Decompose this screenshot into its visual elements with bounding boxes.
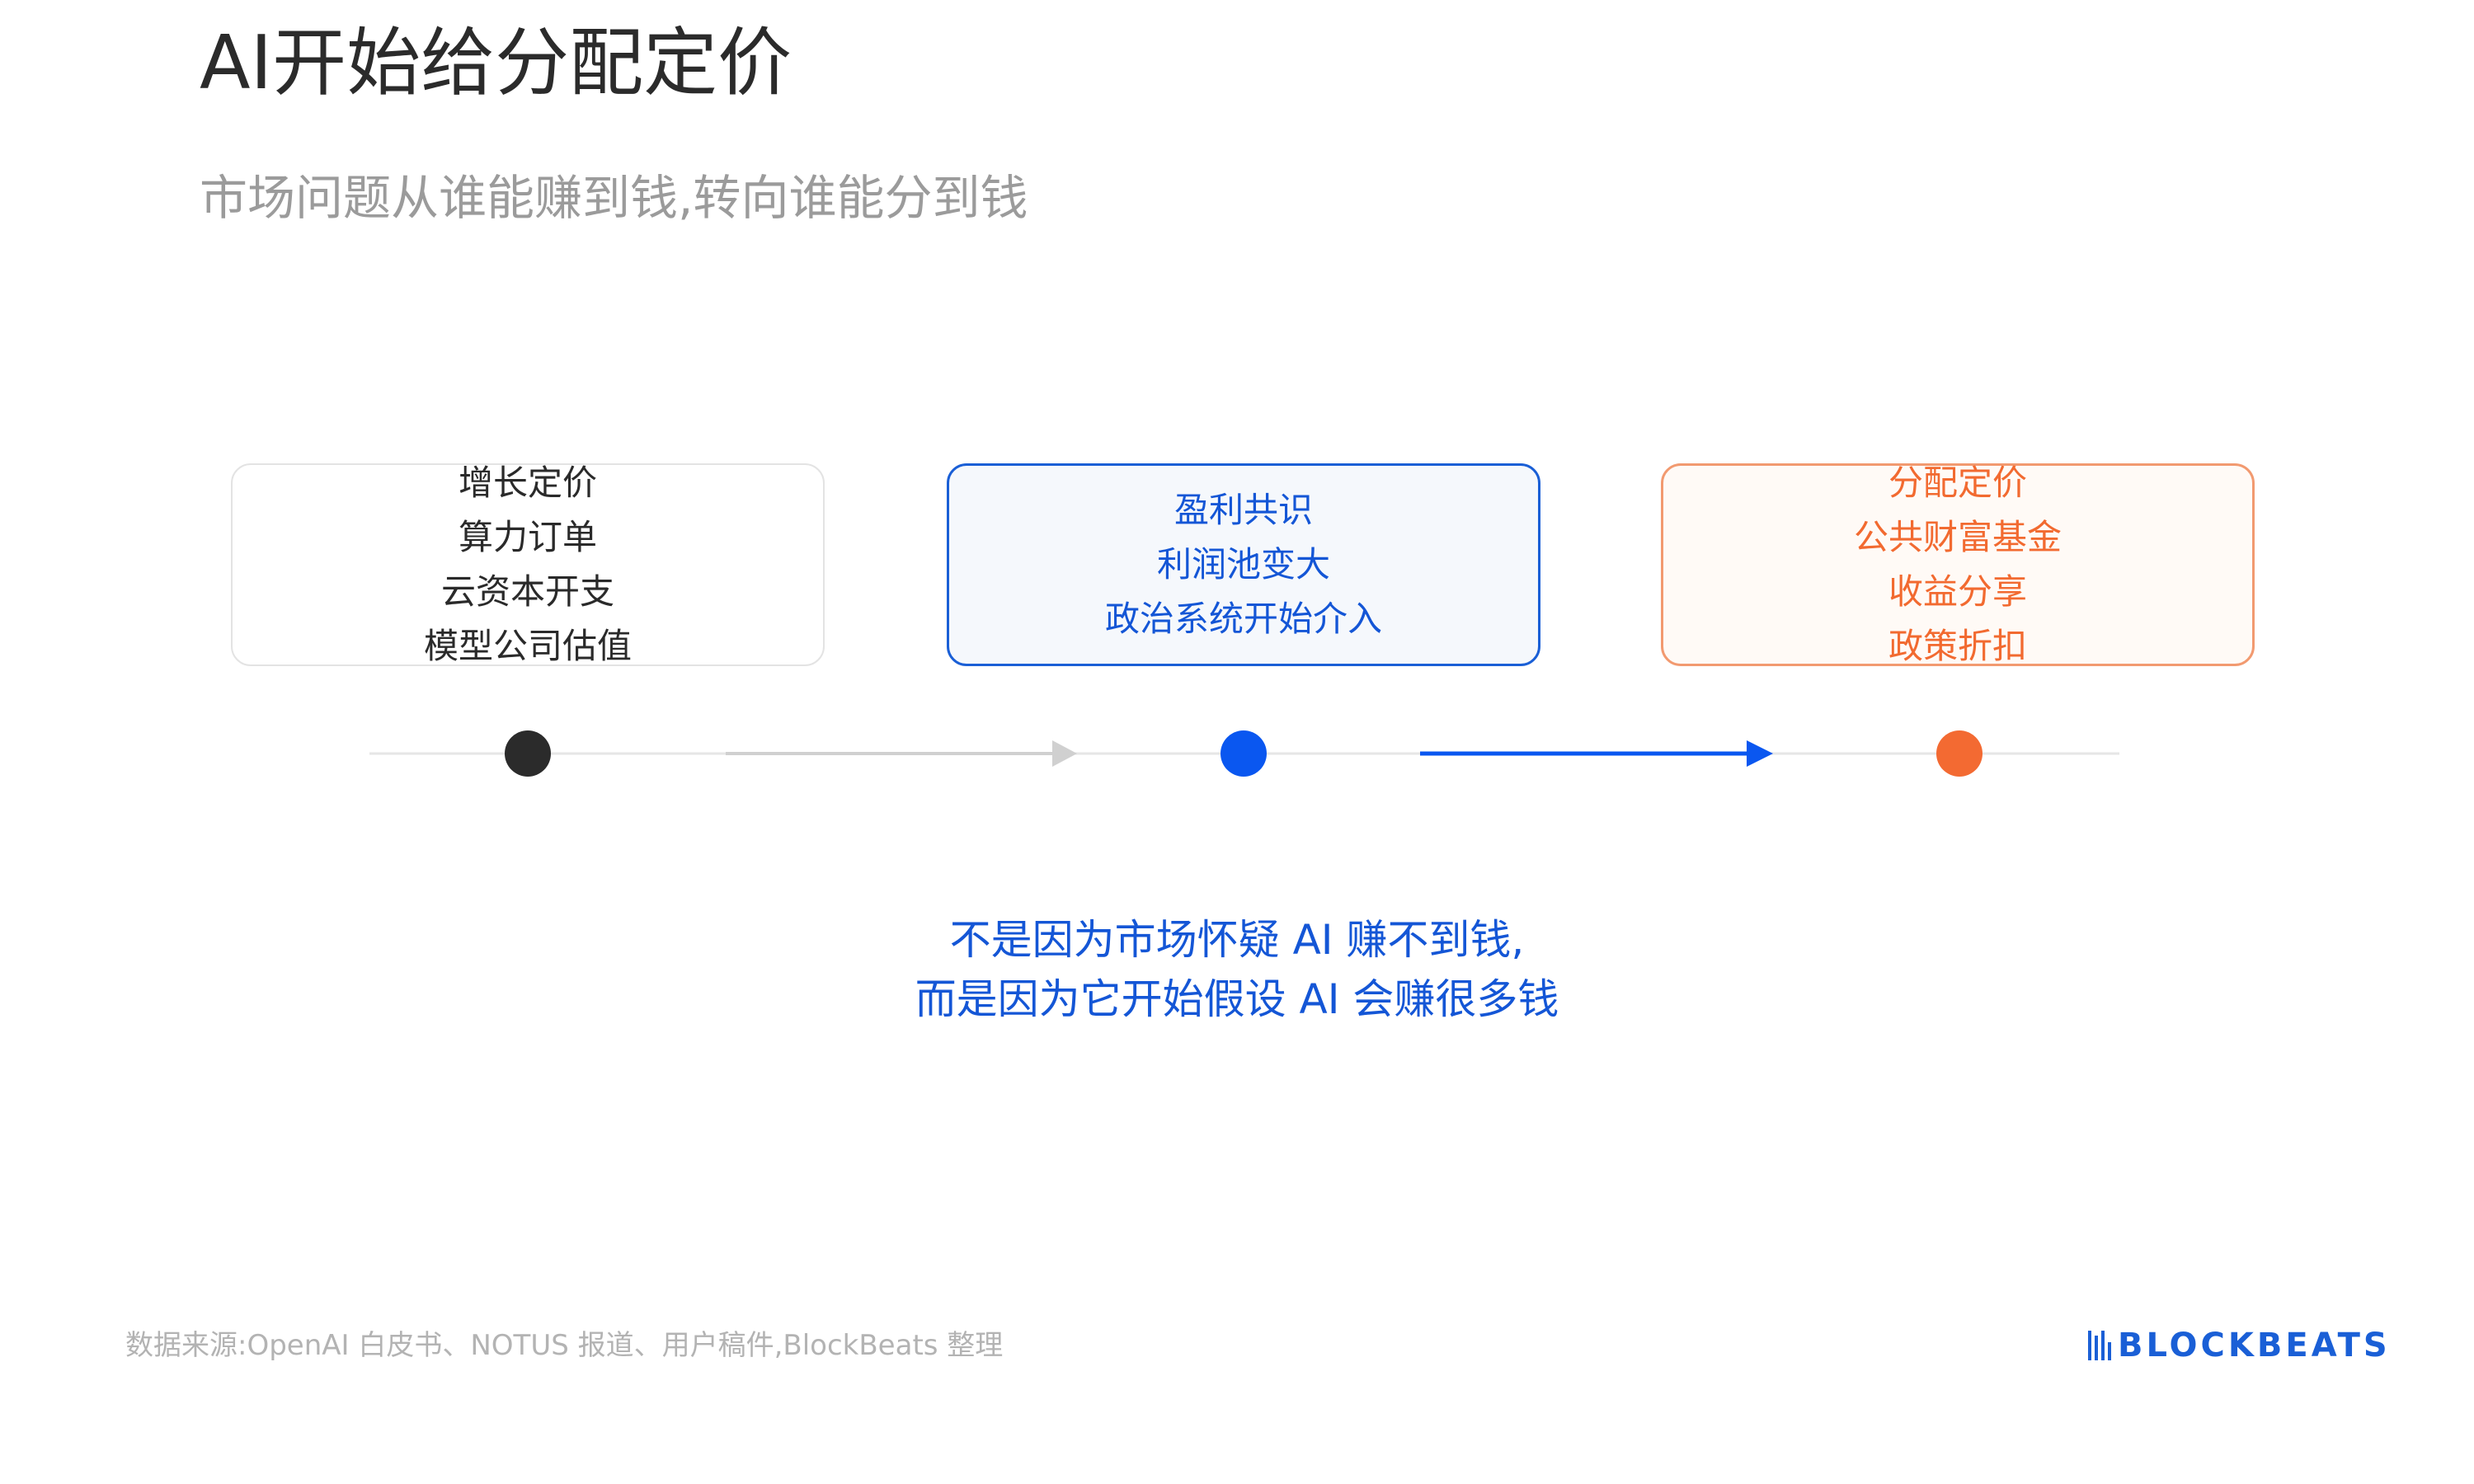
stage-card-line: 云资本开支 (440, 571, 614, 612)
timeline-dot-growth (505, 730, 551, 777)
conclusion-quote: 不是因为市场怀疑 AI 赚不到钱, 而是因为它开始假设 AI 会赚很多钱 (0, 910, 2474, 1029)
brand-logo: BLOCKBEATS (2088, 1324, 2391, 1367)
stage-card-line: 收益分享 (1888, 571, 2027, 612)
stage-card-line: 政治系统开始介入 (1104, 599, 1382, 639)
conclusion-line-2: 而是因为它开始假设 AI 会赚很多钱 (915, 975, 1559, 1023)
stage-card-line: 分配定价 (1888, 463, 2027, 503)
stage-card-line: 政策折扣 (1888, 626, 2027, 666)
stage-card-growth: 增长定价 算力订单 云资本开支 模型公司估值 (231, 463, 825, 666)
stage-card-line: 模型公司估值 (423, 626, 632, 666)
timeline (369, 730, 2119, 777)
arrow-blue-head (1747, 740, 1773, 767)
brand-name: BLOCKBEATS (2118, 1327, 2391, 1364)
stage-card-line: 算力订单 (458, 517, 597, 557)
stage-card-profit: 盈利共识 利润池变大 政治系统开始介入 (947, 463, 1540, 666)
stage-card-line: 增长定价 (458, 463, 597, 503)
blockbeats-logo-icon (2088, 1331, 2111, 1360)
stage-card-line: 利润池变大 (1156, 544, 1330, 585)
conclusion-line-1: 不是因为市场怀疑 AI 赚不到钱, (949, 916, 1525, 964)
stage-card-line: 公共财富基金 (1853, 517, 2062, 557)
stage-card-distribution: 分配定价 公共财富基金 收益分享 政策折扣 (1661, 463, 2255, 666)
source-note: 数据来源:OpenAI 白皮书、NOTUS 报道、用户稿件,BlockBeats… (125, 1329, 1004, 1362)
arrow-grey-head (1052, 740, 1077, 767)
stage-card-line: 盈利共识 (1174, 490, 1313, 530)
timeline-dot-distribution (1936, 730, 1982, 777)
timeline-dot-profit (1221, 730, 1267, 777)
page-title: AI开始给分配定价 (200, 20, 793, 106)
page-subtitle: 市场问题从谁能赚到钱,转向谁能分到钱 (200, 170, 1028, 226)
